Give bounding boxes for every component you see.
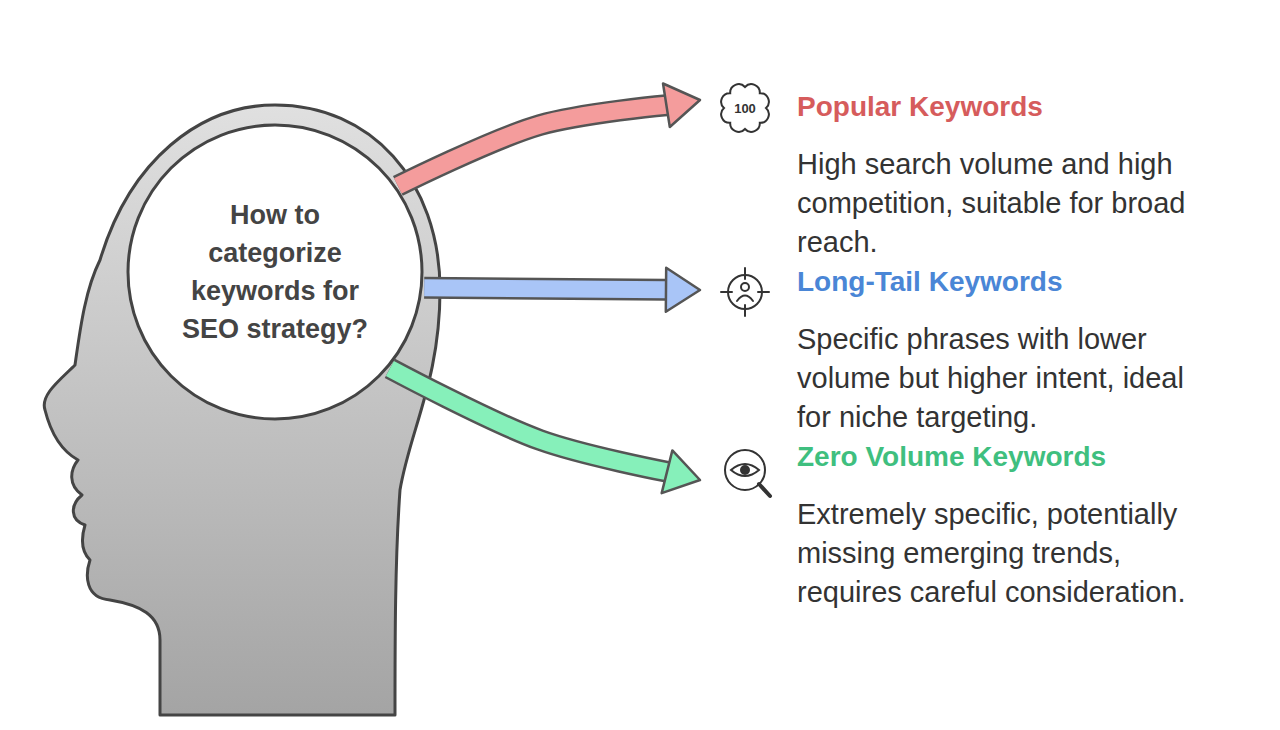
category-heading: Popular Keywords xyxy=(797,90,1230,124)
category-description: Specific phrases with lower volume but h… xyxy=(797,320,1217,437)
arrow-connector xyxy=(398,84,700,186)
arrow-connector xyxy=(390,368,700,493)
category-block: Popular KeywordsHigh search volume and h… xyxy=(700,90,1230,262)
arrow-head xyxy=(663,84,700,127)
question-text: How to categorize keywords for SEO strat… xyxy=(160,196,390,348)
circle-shape xyxy=(128,125,422,419)
badge-icon xyxy=(721,84,769,132)
category-block: Long-Tail KeywordsSpecific phrases with … xyxy=(700,265,1230,437)
arrow-shaft xyxy=(424,288,666,290)
head-silhouette xyxy=(44,105,440,715)
arrow-head xyxy=(666,268,700,312)
category-block: Zero Volume KeywordsExtremely specific, … xyxy=(700,440,1230,612)
category-description: Extremely specific, potentially missing … xyxy=(797,495,1217,612)
arrow-shaft xyxy=(390,368,667,471)
arrow-shaft xyxy=(398,105,667,186)
category-heading: Zero Volume Keywords xyxy=(797,440,1230,474)
badge-number: 100 xyxy=(734,101,756,116)
category-description: High search volume and high competition,… xyxy=(797,145,1217,262)
eye-magnifier-icon xyxy=(725,450,770,496)
arrow-outline xyxy=(424,288,666,290)
arrow-outline xyxy=(398,105,667,186)
category-heading: Long-Tail Keywords xyxy=(797,265,1230,299)
arrow-outline xyxy=(390,368,667,471)
circle-outline xyxy=(125,122,425,422)
question-circle: How to categorize keywords for SEO strat… xyxy=(125,122,425,422)
target-person-icon xyxy=(721,268,769,316)
arrow-head xyxy=(662,450,700,493)
arrow-connector xyxy=(424,268,700,312)
